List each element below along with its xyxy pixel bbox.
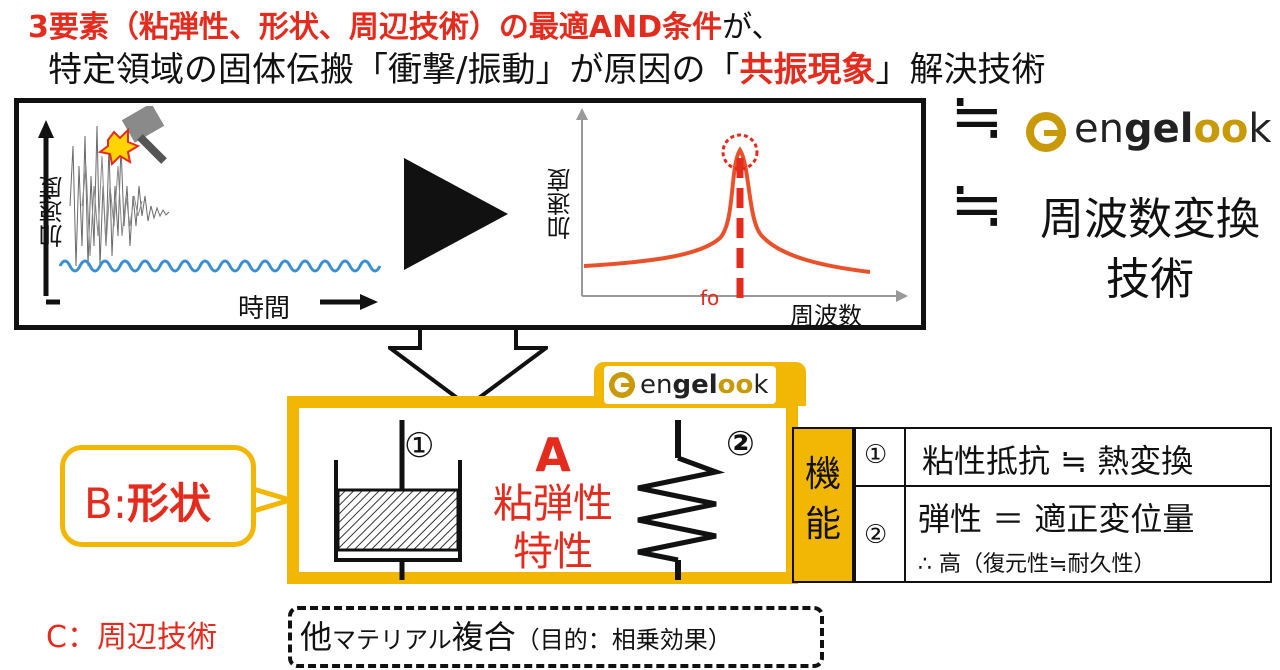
element-c-label: C：周辺技術: [46, 620, 217, 655]
element-c-main: 複合: [451, 618, 516, 656]
peak-label: fo: [700, 286, 720, 310]
title-line-2-prefix: 特定領域の固体伝搬「衝撃/振動」が原因の「: [48, 50, 740, 90]
title-line-2-suffix: 」解決技術: [875, 50, 1046, 90]
element-b-prefix: B:: [84, 479, 127, 528]
function-table-side: [792, 427, 854, 583]
spring-number: ②: [726, 424, 755, 464]
y-axis-arrow: [38, 120, 54, 138]
engelook-logo-model: engelook: [640, 370, 768, 400]
freq-tech-line-1: 周波数変換: [1040, 194, 1260, 245]
model-logo-oo: oo: [717, 370, 754, 400]
time-plot: [38, 106, 382, 310]
logo-bold: gel: [1123, 106, 1194, 152]
logo-oo: oo: [1193, 106, 1249, 152]
title-line-2: 特定領域の固体伝搬「衝撃/振動」が原因の「共振現象」解決技術: [48, 42, 1045, 91]
logo-pre: en: [1074, 106, 1124, 152]
title-line-1: 3要素（粘弾性、形状、周辺技術）の最適AND条件が、: [28, 2, 782, 46]
x-axis-arrow: [360, 294, 378, 310]
engelook-logo-icon: [1024, 110, 1068, 154]
impact-noise: [69, 125, 170, 267]
transform-arrow: [404, 158, 508, 270]
side-label-2: 能: [804, 504, 841, 545]
model-logo-pre: en: [640, 370, 673, 400]
element-c-big: 他: [300, 618, 333, 656]
element-c-note: （目的：相乗効果）: [515, 626, 732, 654]
element-b-label: B:形状: [84, 470, 211, 531]
freq-tech-line-2: 技術: [1106, 254, 1194, 305]
function-row-2-sub: ∴ 高（復元性≒耐久性）: [918, 552, 1156, 577]
title-line-1-tail: が、: [722, 10, 782, 45]
resonance-curve: [583, 146, 871, 274]
approx-symbol-2: ≒: [950, 168, 1004, 242]
model-logo-bold: gel: [672, 370, 718, 400]
title-line-2-red: 共振現象: [739, 50, 876, 90]
x-axis-arrow: [896, 290, 908, 302]
left-plot-xlabel: 時間: [238, 294, 291, 324]
engelook-logo-top: engelook: [1074, 106, 1272, 152]
side-label-1: 機: [804, 454, 841, 495]
dashpot-icon: [334, 420, 462, 580]
function-row-2: [854, 485, 1272, 583]
element-a-line-2: 特性: [513, 529, 593, 575]
element-a-description: 粘弾性 特性: [470, 480, 636, 576]
function-row-1-text: 粘性抵抗 ≒ 熱変換: [922, 442, 1194, 480]
engelook-logo-icon-small: [608, 371, 636, 399]
sine-wave: [58, 259, 382, 273]
function-table-side-label: 機 能: [800, 450, 846, 550]
pill-pointer: [250, 485, 296, 515]
title-line-1-red: 3要素（粘弾性、形状、周辺技術）の最適AND条件: [28, 10, 723, 45]
element-a-line-1: 粘弾性: [493, 481, 613, 527]
dashpot-number: ①: [404, 426, 435, 466]
function-row-2-num: ②: [864, 520, 888, 550]
spring-icon: [637, 420, 726, 580]
frequency-conversion-tech: 周波数変換 技術: [1030, 190, 1270, 310]
peak-highlight: [721, 133, 759, 171]
left-plot-ylabel: 加速度: [39, 176, 67, 248]
hammer-icon: [97, 106, 167, 167]
element-b-bold: 形状: [126, 479, 211, 528]
down-arrow: [388, 328, 548, 408]
function-table-divider: [904, 427, 906, 583]
element-b-callout: [60, 445, 256, 547]
function-row-1-num: ①: [864, 440, 888, 470]
model-logo-post: k: [753, 370, 769, 400]
frequency-plot: [576, 108, 908, 306]
element-c-katakana: マテリアル: [332, 626, 452, 654]
y-axis-arrow: [576, 108, 588, 120]
element-c-text: 他マテリアル複合（目的：相乗効果）: [300, 612, 732, 658]
right-plot-xlabel: 周波数: [790, 302, 862, 330]
right-plot-ylabel: 加速度: [547, 168, 575, 240]
logo-post: k: [1248, 106, 1272, 152]
function-row-2-text: 弾性 ＝ 適正変位量: [918, 500, 1195, 538]
element-a-letter: A: [535, 428, 571, 482]
element-c-box: [288, 606, 824, 668]
approx-symbol-1: ≒: [950, 80, 1004, 154]
